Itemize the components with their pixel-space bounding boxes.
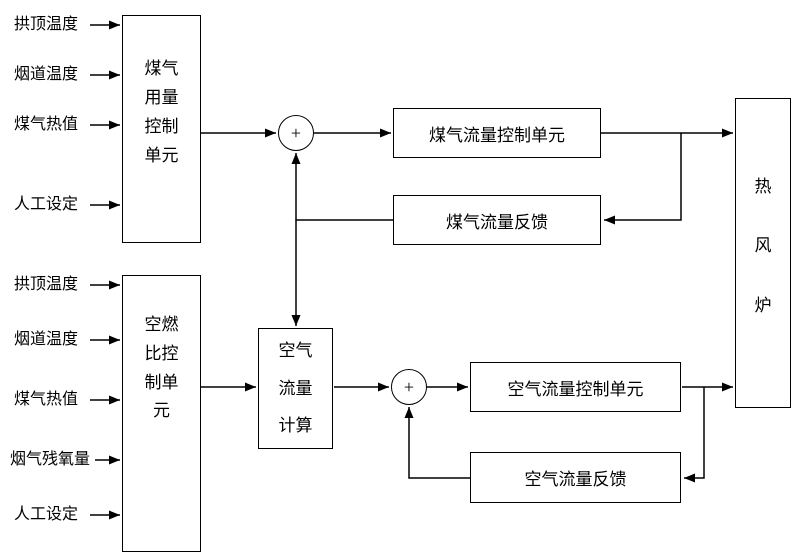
gas-input-manual-setting: 人工设定 <box>14 196 79 213</box>
air-sum-junction: + <box>391 369 427 405</box>
air-input-residual-oxygen: 烟气残氧量 <box>10 451 91 468</box>
air-fuel-ratio-control-unit-box: 空燃比控制单元 <box>122 275 201 552</box>
gas-input-gas-heat-value: 煤气热值 <box>14 116 79 133</box>
hot-blast-stove-label: 热风炉 <box>754 176 772 315</box>
gas-input-flue-temperature: 烟道温度 <box>14 66 79 83</box>
air-input-dome-temperature: 拱顶温度 <box>14 276 79 293</box>
gas-usage-control-unit-label: 煤气用量控制单元 <box>144 59 179 165</box>
gas-sum-junction: + <box>278 115 314 151</box>
air-flow-feedback-label: 空气流量反馈 <box>524 470 627 489</box>
air-flow-calculation-box: 空气流量计算 <box>258 328 333 449</box>
air-flow-control-unit-label: 空气流量控制单元 <box>507 379 644 399</box>
gas-flow-control-unit-box: 煤气流量控制单元 <box>393 108 601 158</box>
gas-usage-control-unit-box: 煤气用量控制单元 <box>122 15 201 243</box>
air-fuel-ratio-control-unit-label: 空燃比控制单元 <box>144 314 179 421</box>
plus-sign: + <box>403 376 415 397</box>
air-flow-control-unit-box: 空气流量控制单元 <box>470 362 681 412</box>
gas-flow-feedback-box: 煤气流量反馈 <box>393 195 601 245</box>
gas-input-dome-temperature: 拱顶温度 <box>14 16 79 33</box>
air-input-gas-heat-value: 煤气热值 <box>14 391 79 408</box>
hot-blast-stove-box: 热风炉 <box>735 98 791 408</box>
plus-sign: + <box>290 122 302 143</box>
air-flow-calculation-label: 空气流量计算 <box>278 341 313 436</box>
air-input-manual-setting: 人工设定 <box>14 506 79 523</box>
air-flow-feedback-box: 空气流量反馈 <box>470 452 681 503</box>
gas-flow-control-unit-label: 煤气流量控制单元 <box>429 125 565 145</box>
gas-flow-feedback-label: 煤气流量反馈 <box>446 212 548 232</box>
air-input-flue-temperature: 烟道温度 <box>14 331 79 348</box>
